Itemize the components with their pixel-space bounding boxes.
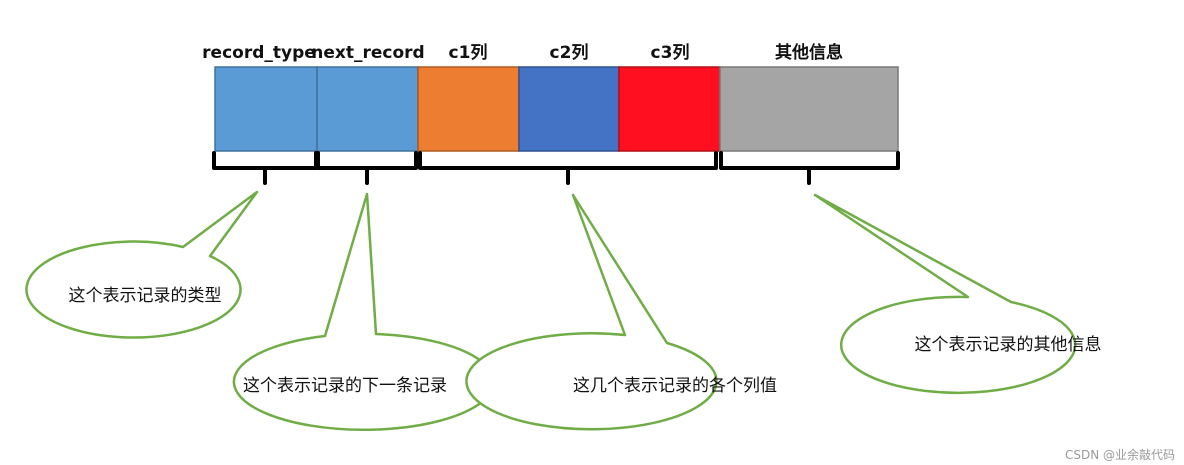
field-cell-other-info (719, 66, 899, 152)
callout-bubble-record-type (25, 190, 259, 339)
bracket-record-type (212, 151, 318, 185)
bracket-next-record (316, 151, 418, 185)
field-cell-c2 (518, 66, 620, 152)
field-cell-c3 (618, 66, 721, 152)
callout-bubble-columns (465, 193, 718, 431)
field-label-next-record: next_record (311, 43, 424, 63)
field-cell-next-record (316, 66, 419, 152)
field-label-c3: c3列 (651, 42, 690, 63)
field-label-record-type: record_type (202, 43, 316, 63)
field-label-c1: c1列 (449, 42, 488, 63)
watermark: CSDN @业余敲代码 (1065, 447, 1175, 462)
callout-text-record-type: 这个表示记录的类型 (69, 286, 222, 306)
field-cell-record-type (214, 66, 318, 152)
callout-bubble-other-info (813, 193, 1077, 395)
callout-text-next-record: 这个表示记录的下一条记录 (243, 376, 447, 396)
callout-text-columns: 这几个表示记录的各个列值 (573, 376, 777, 396)
bracket-columns (418, 151, 718, 185)
callout-text-other-info: 这个表示记录的其他信息 (915, 335, 1102, 355)
field-label-other-info: 其他信息 (775, 42, 843, 63)
bracket-other-info (719, 151, 900, 185)
field-label-c2: c2列 (550, 42, 589, 63)
callout-bubble-next-record (232, 192, 496, 432)
field-cell-c1 (417, 66, 520, 152)
